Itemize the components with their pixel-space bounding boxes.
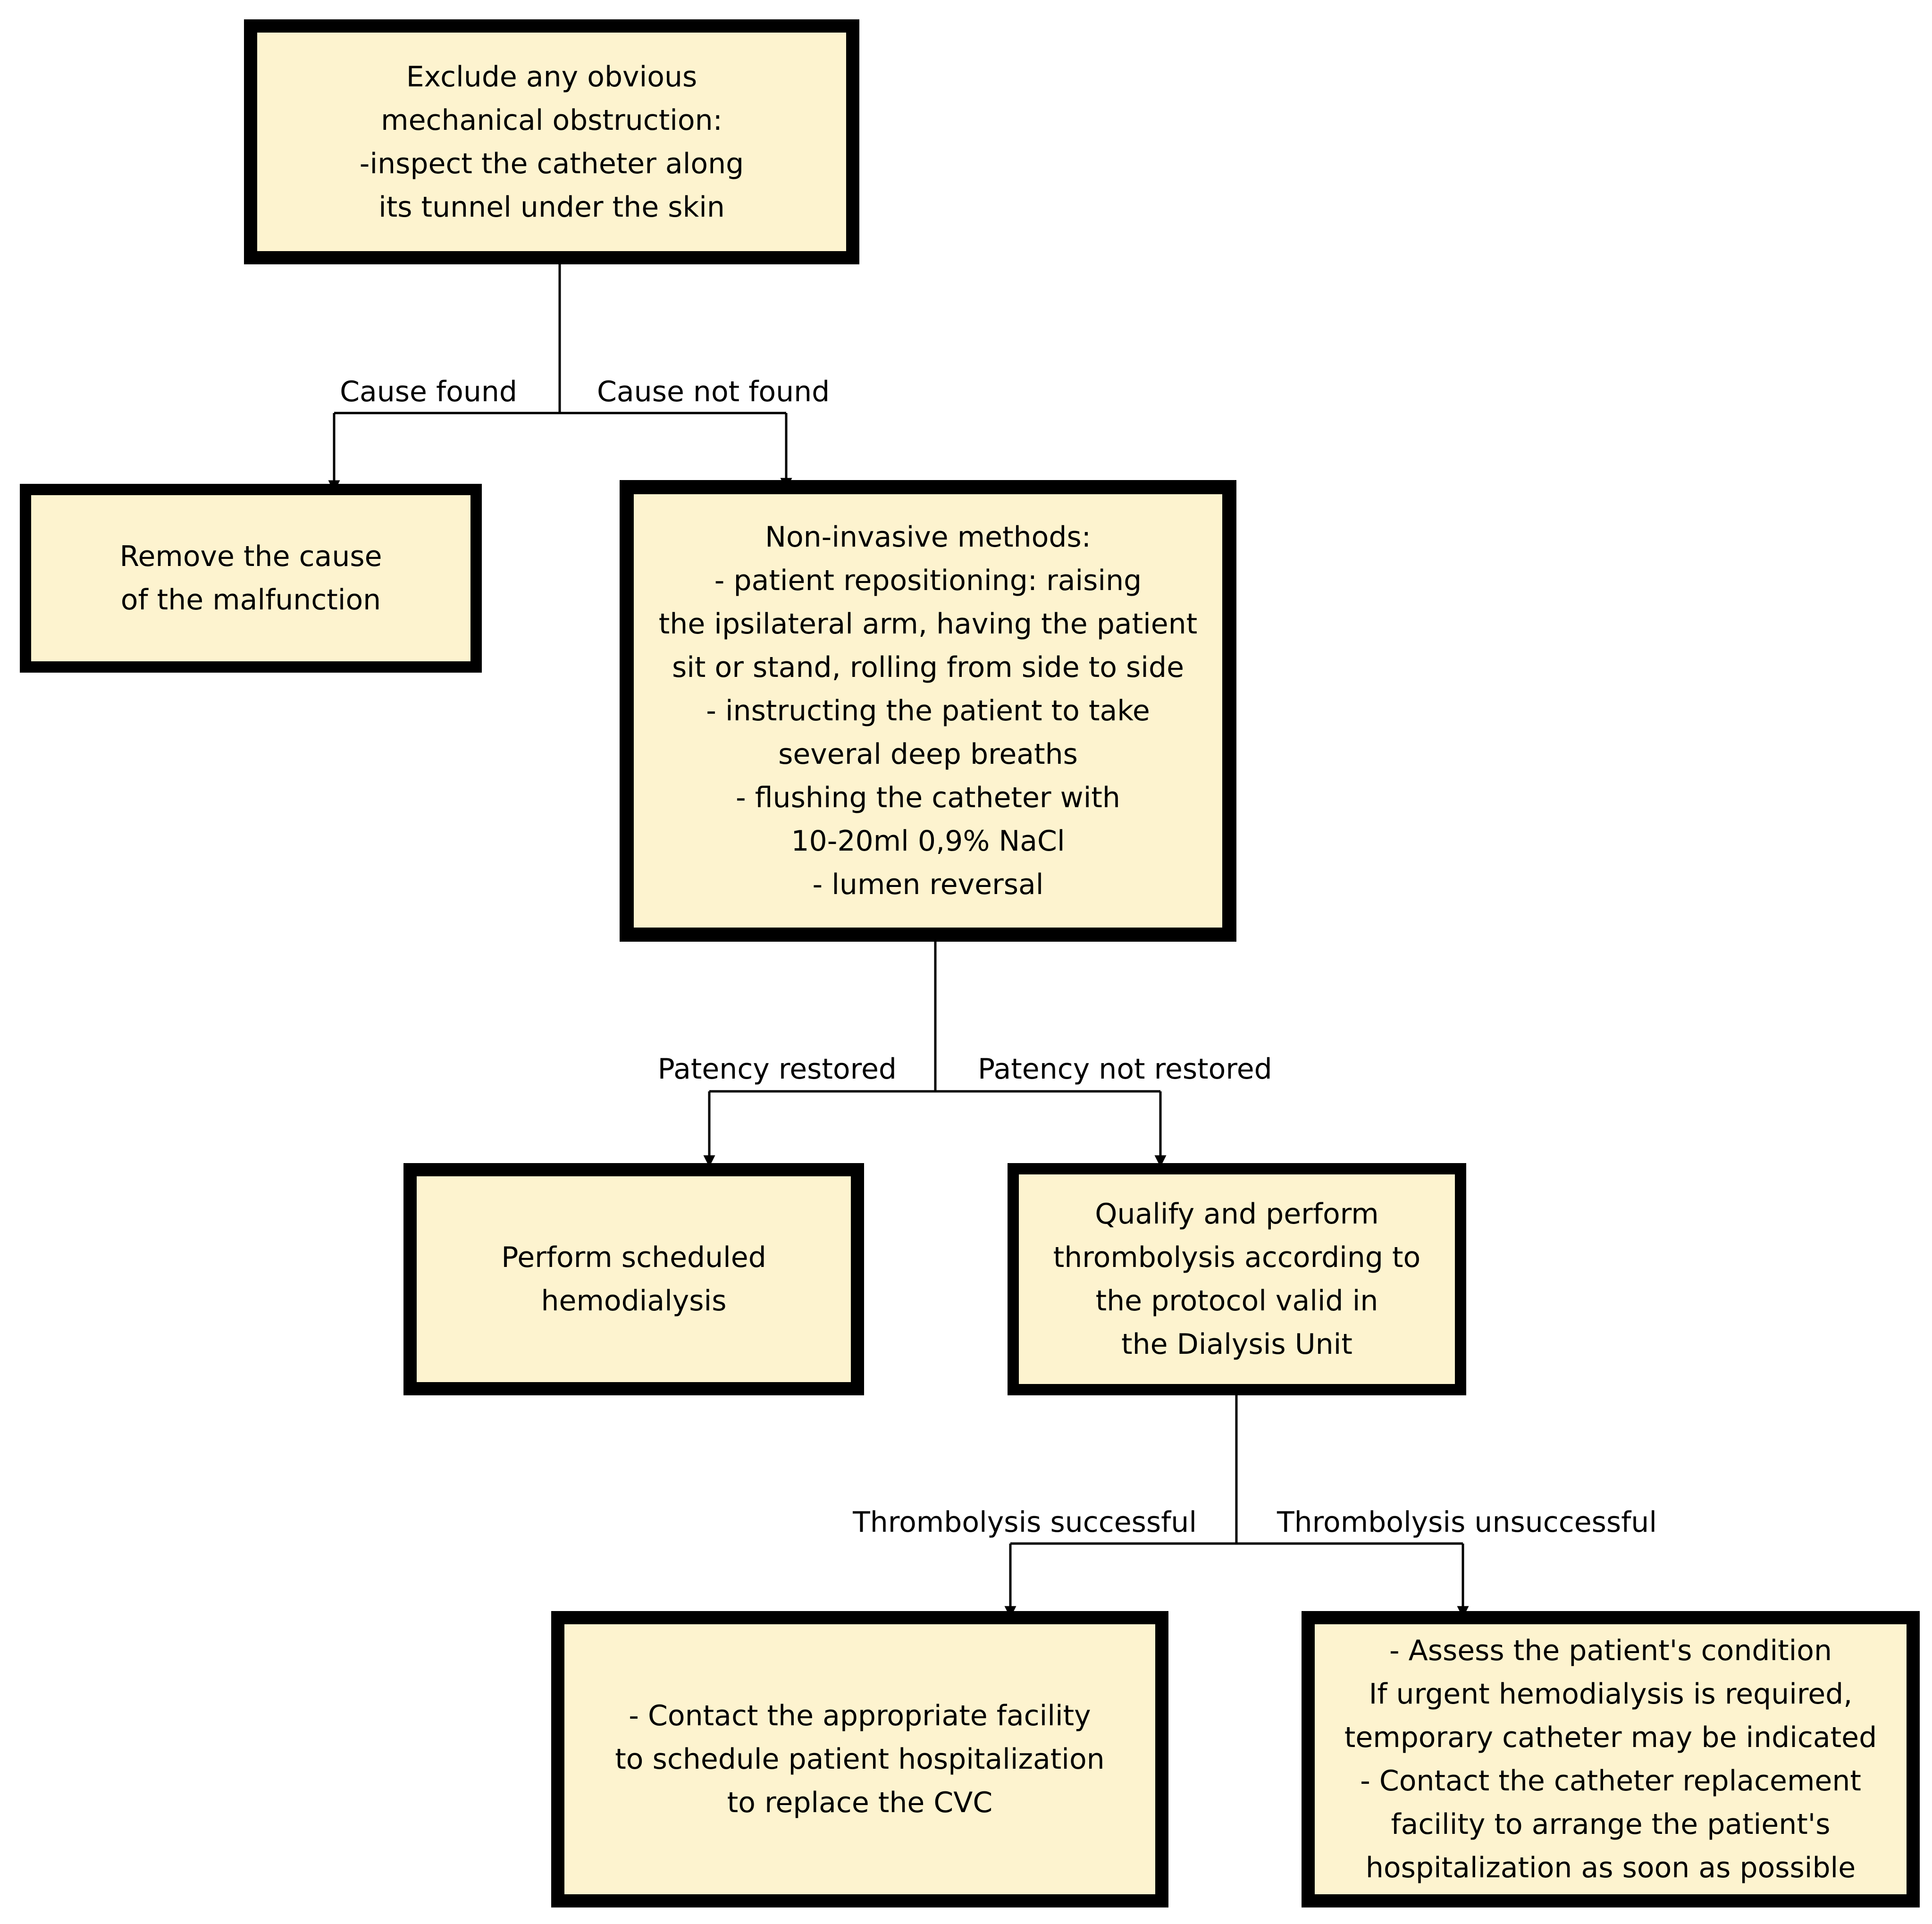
exclude-obstruction-line-2: mechanical obstruction:: [381, 103, 722, 137]
exclude-obstruction-line-1: Exclude any obvious: [406, 60, 697, 93]
thrombolysis-line-1: Qualify and perform: [1095, 1198, 1379, 1231]
non-invasive-line-6: several deep breaths: [778, 738, 1078, 771]
perform-hemodialysis-text: Perform scheduled hemodialysis: [501, 1236, 766, 1323]
edge-label-cause-not-found: Cause not found: [597, 375, 830, 408]
exclude-obstruction-box: Exclude any obvious mechanical obstructi…: [244, 19, 859, 264]
thrombolysis-line-3: the protocol valid in: [1095, 1284, 1378, 1317]
assess-condition-line-4: - Contact the catheter replacement: [1360, 1764, 1861, 1797]
remove-cause-line-1: Remove the cause: [119, 540, 382, 573]
remove-cause-text: Remove the cause of the malfunction: [119, 535, 382, 622]
non-invasive-line-7: - flushing the catheter with: [736, 781, 1120, 814]
exclude-obstruction-text: Exclude any obvious mechanical obstructi…: [360, 55, 744, 229]
contact-facility-line-2: to schedule patient hospitalization: [615, 1743, 1105, 1776]
non-invasive-line-8: 10-20ml 0,9% NaCl: [791, 825, 1065, 858]
assess-condition-line-5: facility to arrange the patient's: [1391, 1808, 1831, 1841]
remove-cause-line-2: of the malfunction: [120, 583, 381, 616]
non-invasive-line-2: - patient repositioning: raising: [714, 564, 1142, 597]
exclude-obstruction-line-3: -inspect the catheter along: [359, 147, 744, 180]
non-invasive-line-5: - instructing the patient to take: [706, 694, 1150, 727]
edge-label-cause-found: Cause found: [340, 375, 517, 408]
contact-facility-text: - Contact the appropriate facility to sc…: [615, 1694, 1104, 1824]
non-invasive-line-3: the ipsilateral arm, having the patient: [658, 608, 1198, 641]
assess-condition-text: - Assess the patient's condition If urge…: [1344, 1629, 1877, 1890]
assess-condition-line-1: - Assess the patient's condition: [1389, 1634, 1832, 1667]
non-invasive-methods-box: Non-invasive methods: - patient repositi…: [620, 480, 1236, 942]
edge-label-thrombolysis-successful: Thrombolysis successful: [853, 1506, 1197, 1539]
perform-hemodialysis-line-1: Perform scheduled: [501, 1241, 766, 1274]
contact-facility-line-3: to replace the CVC: [727, 1786, 993, 1819]
edge-label-patency-not-restored: Patency not restored: [978, 1053, 1272, 1086]
thrombolysis-box: Qualify and perform thrombolysis accordi…: [1008, 1163, 1466, 1395]
thrombolysis-line-4: the Dialysis Unit: [1121, 1328, 1352, 1361]
assess-condition-line-3: temporary catheter may be indicated: [1344, 1721, 1877, 1754]
edge-label-thrombolysis-unsuccessful: Thrombolysis unsuccessful: [1277, 1506, 1657, 1539]
thrombolysis-line-2: thrombolysis according to: [1053, 1241, 1421, 1274]
contact-facility-line-1: - Contact the appropriate facility: [629, 1699, 1091, 1732]
assess-condition-line-2: If urgent hemodialysis is required,: [1369, 1678, 1853, 1711]
remove-cause-box: Remove the cause of the malfunction: [20, 484, 482, 673]
edge-label-patency-restored: Patency restored: [657, 1053, 897, 1086]
perform-hemodialysis-box: Perform scheduled hemodialysis: [403, 1163, 864, 1395]
non-invasive-line-1: Non-invasive methods:: [765, 521, 1091, 554]
non-invasive-line-9: - lumen reversal: [812, 868, 1044, 901]
assess-condition-line-6: hospitalization as soon as possible: [1365, 1851, 1856, 1884]
exclude-obstruction-line-4: its tunnel under the skin: [378, 190, 725, 224]
non-invasive-line-4: sit or stand, rolling from side to side: [672, 651, 1184, 684]
thrombolysis-text: Qualify and perform thrombolysis accordi…: [1053, 1192, 1421, 1366]
non-invasive-methods-text: Non-invasive methods: - patient repositi…: [659, 515, 1197, 906]
perform-hemodialysis-line-2: hemodialysis: [541, 1284, 727, 1317]
contact-facility-box: - Contact the appropriate facility to sc…: [551, 1611, 1168, 1907]
assess-condition-box: - Assess the patient's condition If urge…: [1302, 1611, 1920, 1907]
